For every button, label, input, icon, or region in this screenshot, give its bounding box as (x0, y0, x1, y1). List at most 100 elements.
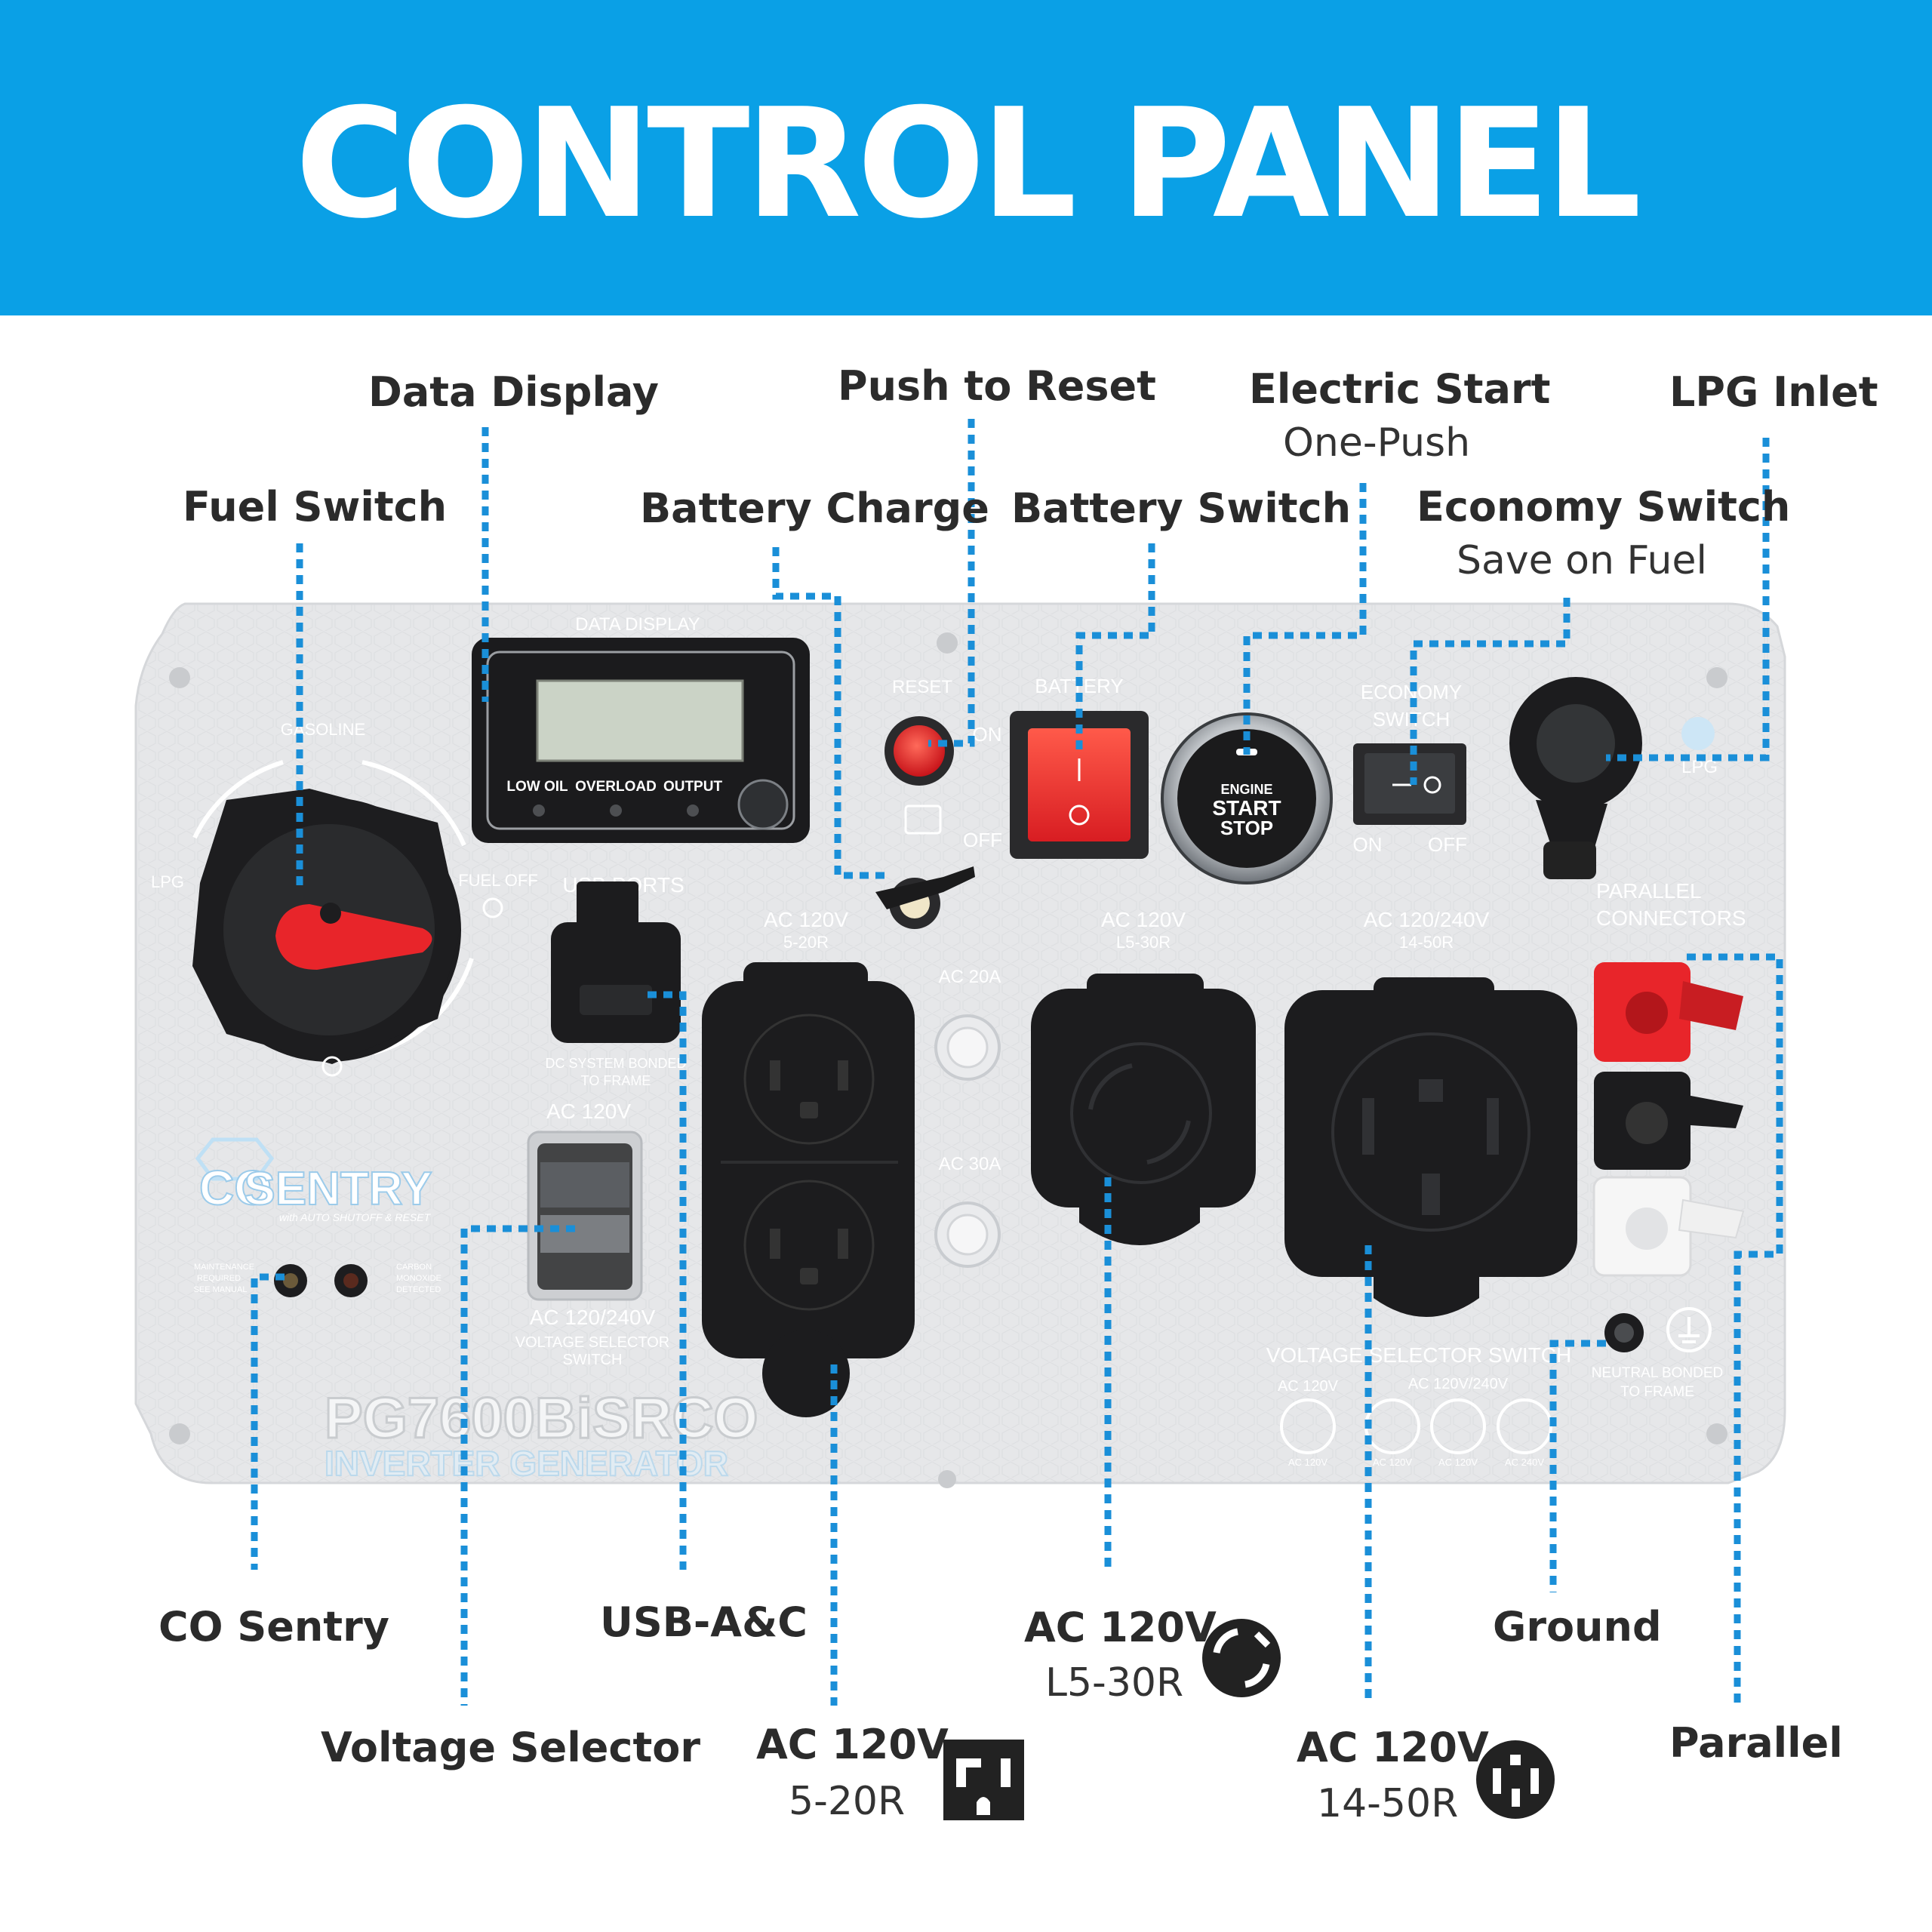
leader-ground (1549, 1340, 1606, 1592)
leader-lines (251, 419, 1783, 1706)
engine-start-button: ENGINE START STOP (1161, 712, 1333, 884)
label-ac-l5-30r: AC 120V (1024, 1604, 1217, 1651)
voltage-selector-info: VOLTAGE SELECTOR SWITCH AC 120V AC 120V/… (1266, 1343, 1572, 1468)
outlet-14-50r-cover[interactable] (1284, 990, 1577, 1277)
leader-push-to-reset (928, 419, 975, 747)
battery-rocker[interactable] (1028, 728, 1131, 841)
model-badge: PG7600BiSRCO INVERTER GENERATOR (324, 1386, 759, 1484)
outlet-symbol-icons (943, 1619, 1555, 1820)
label-ac-14-50r-sub: 14-50R (1317, 1781, 1459, 1826)
panel-text-neutral-1: NEUTRAL BONDED (1592, 1365, 1724, 1381)
panel-text-sel-ac120240: AC 120/240V (530, 1306, 656, 1329)
panel-text-start: START (1212, 796, 1281, 820)
panel-text-parallel-2: CONNECTORS (1596, 906, 1746, 930)
panel-text-vss-s1: AC 120V (1288, 1457, 1327, 1468)
panel-text-sentry-sub: with AUTO SHUTOFF & RESET (279, 1211, 432, 1223)
label-usb: USB-A&C (600, 1598, 808, 1646)
ground-terminal: NEUTRAL BONDED TO FRAME (1592, 1307, 1724, 1400)
usb-port-cover[interactable] (551, 922, 681, 1043)
panel-text-dc-bonded-2: TO FRAME (581, 1073, 651, 1088)
fuel-switch: GASOLINE LPG FUEL OFF (151, 720, 538, 1077)
label-ac-14-50r: AC 120V (1297, 1724, 1489, 1771)
outlet-5-20r: AC 120V 5-20R (702, 908, 915, 1417)
label-battery-switch: Battery Switch (1011, 485, 1352, 532)
leader-voltage-selector (460, 1225, 575, 1706)
panel-text-sentry: SENTRY (244, 1163, 432, 1215)
label-economy-switch-sub: Save on Fuel (1457, 538, 1707, 583)
panel-text-data-display: DATA DISPLAY (575, 614, 700, 635)
panel-text-vss-s4: AC 240V (1505, 1457, 1544, 1468)
reset-button[interactable] (894, 725, 945, 777)
parallel-connectors: PARALLEL CONNECTORS (1592, 879, 1746, 1277)
page-title: CONTROL PANEL (294, 76, 1641, 252)
fuel-switch-lever[interactable] (275, 904, 432, 970)
outlet-14-50r: AC 120/240V 14-50R (1284, 908, 1577, 1317)
outlet-5-20r-cover[interactable] (702, 981, 915, 1358)
panel-text-fuel-off: FUEL OFF (458, 871, 538, 890)
label-ac-5-20r-sub: 5-20R (789, 1779, 906, 1824)
label-data-display: Data Display (368, 368, 659, 416)
leader-battery-charge (772, 547, 884, 879)
panel-text-carbon-3: DETECTED (396, 1285, 441, 1294)
label-push-to-reset: Push to Reset (838, 362, 1156, 410)
leader-usb (648, 991, 687, 1570)
panel-text-carbon-2: MONOXIDE (396, 1274, 441, 1283)
panel-text-ac20a: AC 20A (939, 967, 1001, 987)
panel-text-co: CO (199, 1161, 272, 1215)
lpg-inlet-cap[interactable] (1537, 704, 1615, 783)
battery-charge-toggle[interactable] (875, 866, 975, 909)
panel-text-neutral-2: TO FRAME (1620, 1384, 1694, 1400)
panel-text-model-sub: INVERTER GENERATOR (325, 1444, 728, 1483)
panel-text-vss-s2: AC 120V (1373, 1457, 1412, 1468)
leader-economy-switch (1410, 598, 1571, 785)
label-ground: Ground (1493, 1603, 1662, 1651)
label-economy-switch: Economy Switch (1417, 483, 1791, 531)
battery-icon (904, 804, 942, 835)
panel-text-reset: RESET (892, 677, 952, 697)
panel-text-eco-off: OFF (1428, 833, 1467, 856)
panel-text-sel-desc-1: VOLTAGE SELECTOR (515, 1334, 670, 1351)
circuit-breakers: AC 20A AC 30A (934, 967, 1001, 1268)
panel-text-engine: ENGINE (1220, 782, 1272, 797)
lpg-inlet: LPG (1509, 677, 1718, 879)
reset-button-group: RESET ON OFF (875, 677, 1002, 929)
panel-text-off: OFF (963, 829, 1002, 851)
panel-text-eco-on: ON (1353, 833, 1383, 856)
leader-electric-start (1243, 483, 1367, 755)
panel-text-output: OUTPUT (663, 779, 723, 795)
label-electric-start: Electric Start (1249, 365, 1551, 413)
label-co-sentry: CO Sentry (158, 1603, 389, 1651)
economy-rocker[interactable] (1364, 753, 1455, 814)
label-ac-5-20r: AC 120V (756, 1721, 949, 1768)
label-fuel-switch: Fuel Switch (183, 483, 448, 531)
panel-text-vss-ac120: AC 120V (1278, 1378, 1339, 1395)
panel-text-ac120-5-20: AC 120V (764, 908, 848, 931)
voltage-selector: AC 120V AC 120/240V VOLTAGE SELECTOR SWI… (515, 1100, 670, 1368)
leader-lpg-inlet (1606, 438, 1770, 761)
usb-ports: USB PORTS DC SYSTEM BONDED TO FRAME (545, 873, 686, 1088)
ground-icon (1666, 1307, 1712, 1352)
panel-text-vss-ac120240: AC 120V/240V (1408, 1376, 1509, 1392)
5-20r-icon (943, 1740, 1024, 1820)
outlet-l5-30r-cover[interactable] (1031, 989, 1256, 1208)
header-banner: CONTROL PANEL (0, 0, 1932, 315)
panel-text-ac120-5-20-sub: 5-20R (783, 933, 829, 952)
panel-text-ac120-l5-sub: L5-30R (1116, 933, 1171, 952)
label-parallel: Parallel (1669, 1719, 1843, 1767)
panel-text-maint-1: MAINTENANCE (194, 1263, 254, 1272)
battery-switch: BATTERY (1010, 675, 1149, 859)
panel-text-sel-desc-2: SWITCH (563, 1352, 623, 1368)
panel-text-carbon-1: CARBON (396, 1263, 432, 1272)
panel-text-parallel-1: PARALLEL (1596, 879, 1702, 903)
panel-text-vss-s3: AC 120V (1438, 1457, 1478, 1468)
data-display: DATA DISPLAY LOW OIL OVERLOAD OUTPUT (472, 614, 810, 843)
panel-text-gasoline: GASOLINE (281, 720, 365, 739)
panel-text-stop: STOP (1220, 817, 1273, 839)
start-stop-button[interactable] (1177, 729, 1316, 868)
display-mode-button[interactable] (737, 779, 789, 830)
label-ac-l5-30r-sub: L5-30R (1045, 1660, 1184, 1706)
panel-text-on: ON (973, 723, 1002, 746)
panel-text-overload: OVERLOAD (575, 779, 657, 795)
label-electric-start-sub: One-Push (1283, 420, 1471, 466)
